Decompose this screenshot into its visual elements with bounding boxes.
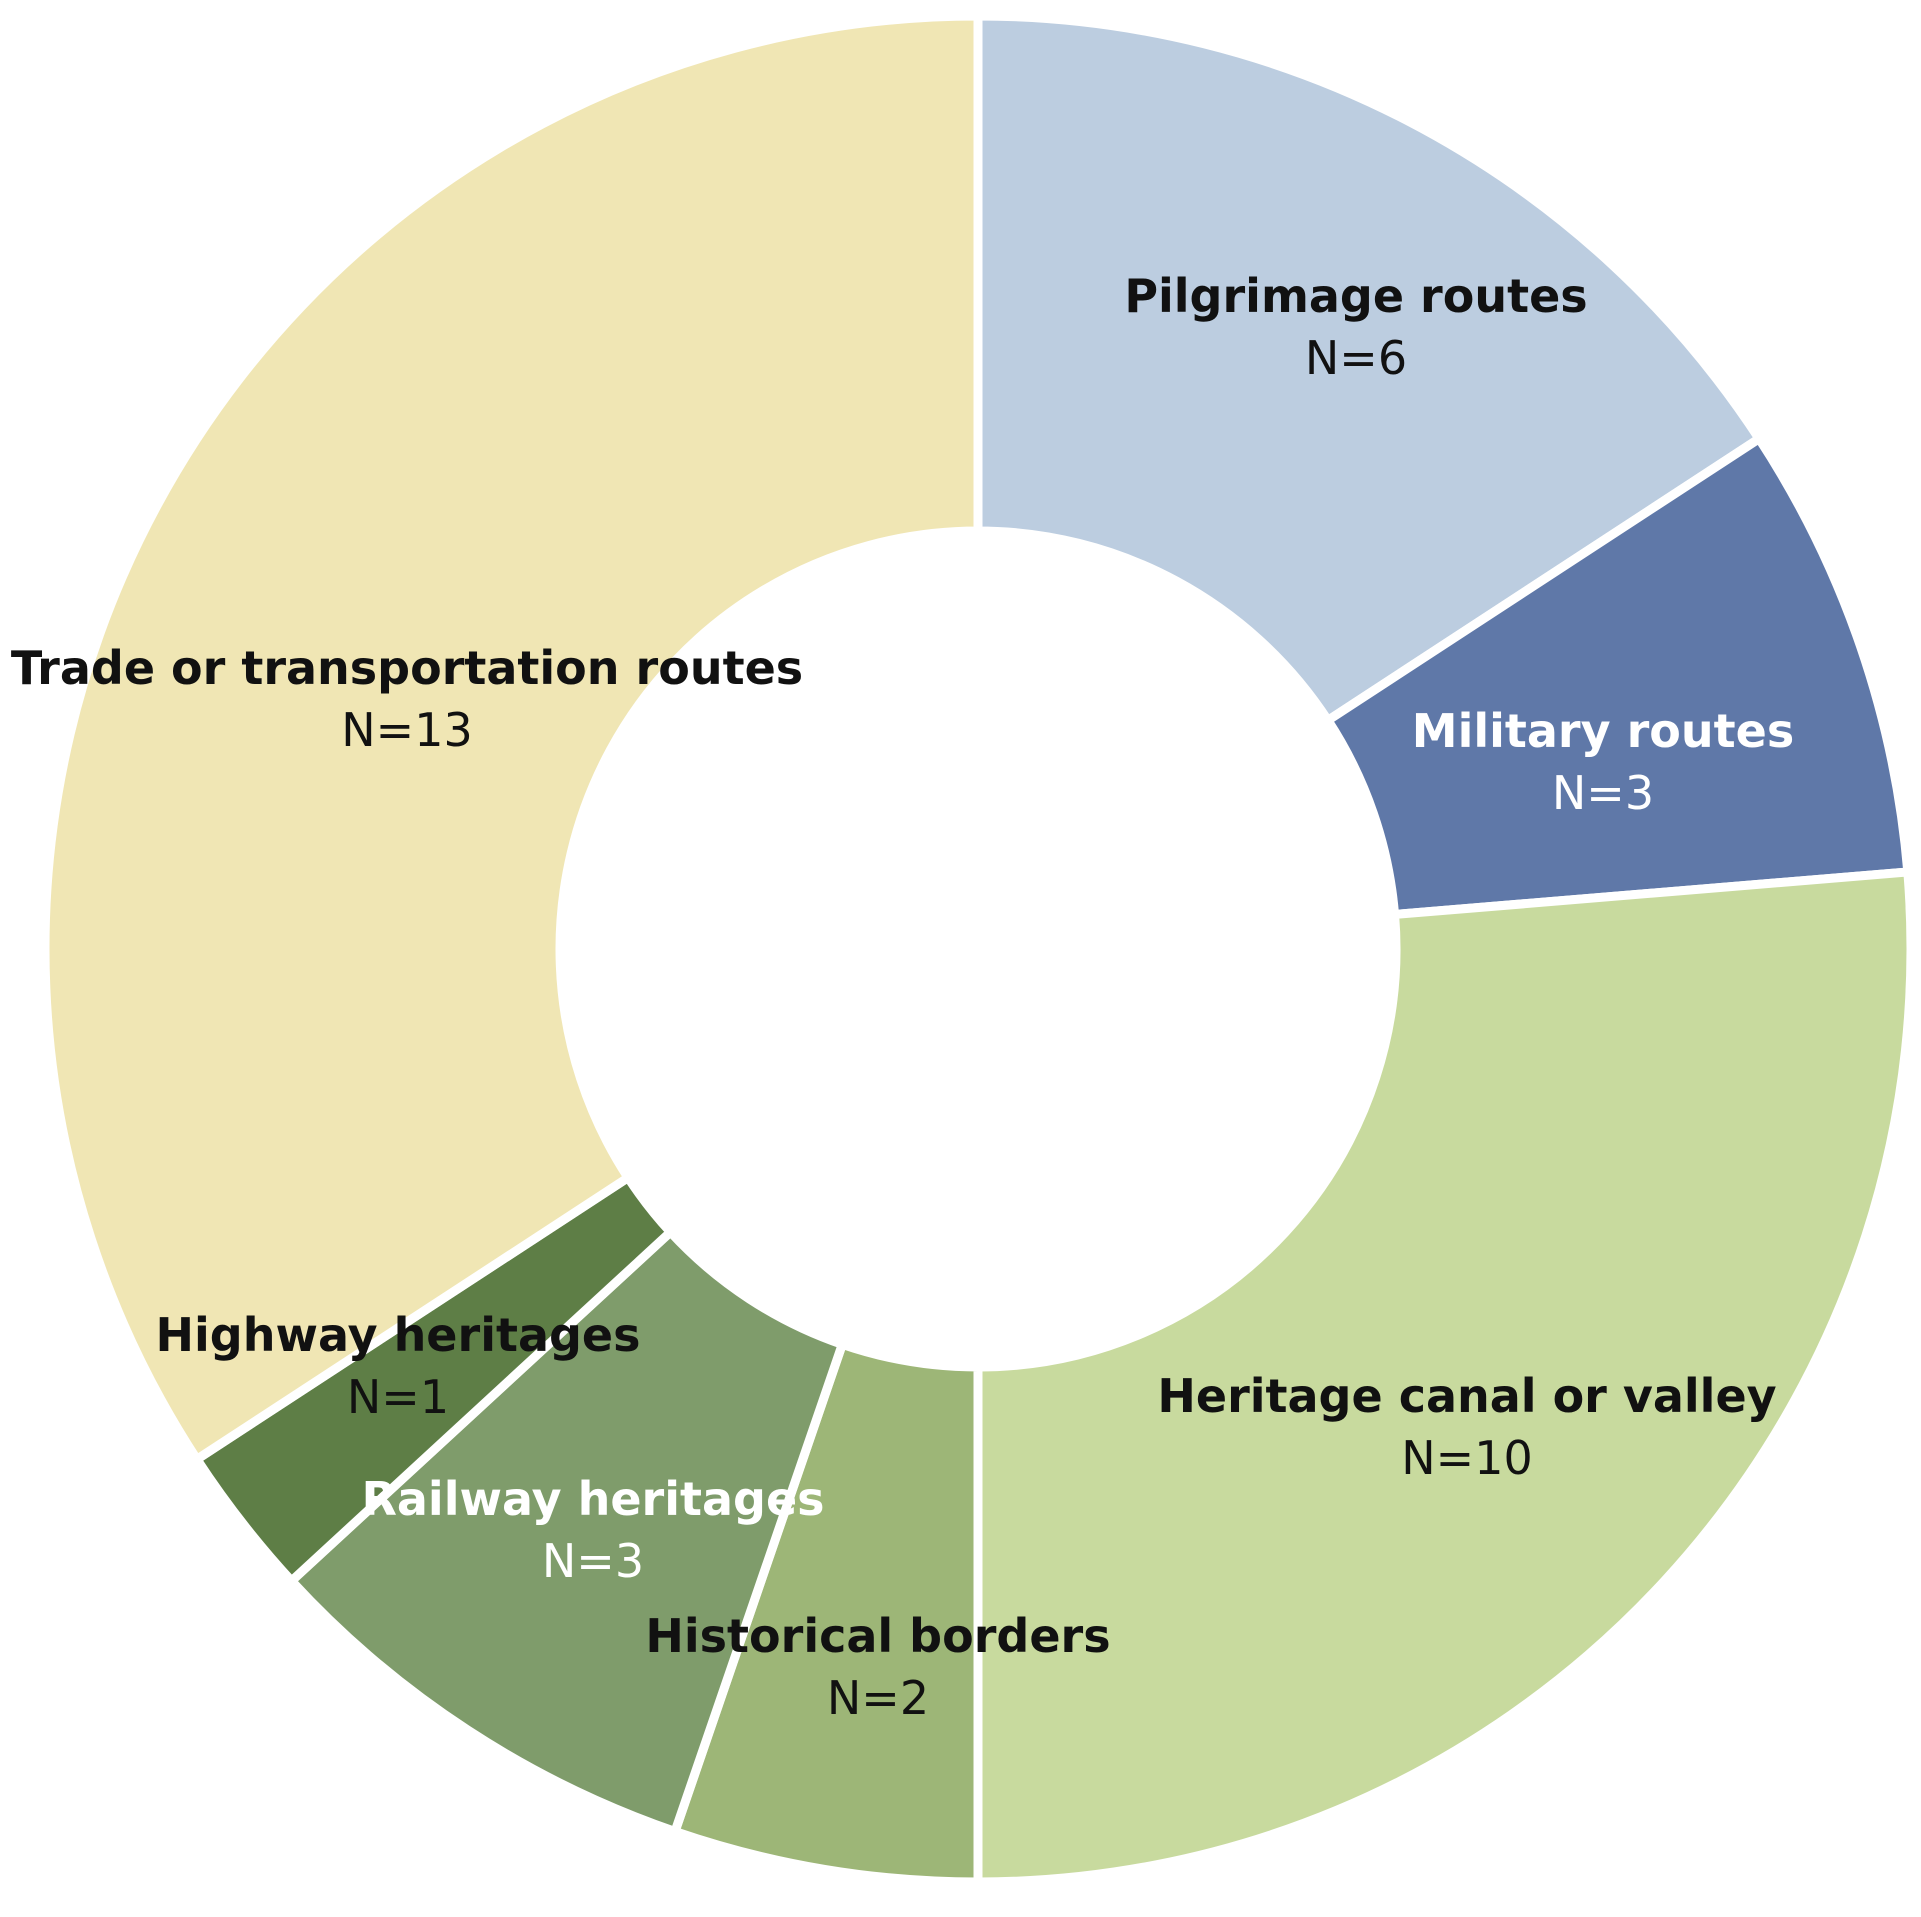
- slice-trade-or-transportation-routes: [40, 11, 983, 1464]
- slice-military-routes: [1323, 434, 1913, 919]
- slice-count-trade-or-transportation-routes: N=13: [341, 703, 473, 757]
- slice-label-trade-or-transportation-routes: Trade or transportation routes: [11, 641, 803, 695]
- slice-label-heritage-canal-or-valley: Heritage canal or valley: [1157, 1369, 1776, 1423]
- slice-railway-heritages: [287, 1227, 847, 1836]
- slice-label-military-routes: Military routes: [1412, 704, 1794, 758]
- slice-count-railway-heritages: N=3: [542, 1534, 644, 1588]
- slice-count-heritage-canal-or-valley: N=10: [1401, 1431, 1533, 1485]
- donut-slices: [40, 11, 1916, 1887]
- slice-label-historical-borders: Historical borders: [645, 1609, 1110, 1663]
- slice-count-historical-borders: N=2: [827, 1671, 929, 1725]
- slice-count-pilgrimage-routes: N=6: [1305, 331, 1407, 385]
- slice-pilgrimage-routes: [973, 11, 1764, 725]
- slice-label-highway-heritages: Highway heritages: [156, 1308, 641, 1362]
- slice-heritage-canal-or-valley: [973, 867, 1916, 1887]
- slice-count-military-routes: N=3: [1552, 766, 1654, 820]
- slice-label-pilgrimage-routes: Pilgrimage routes: [1124, 269, 1587, 323]
- slice-count-highway-heritages: N=1: [347, 1370, 449, 1424]
- slice-label-railway-heritages: Railway heritages: [361, 1472, 824, 1526]
